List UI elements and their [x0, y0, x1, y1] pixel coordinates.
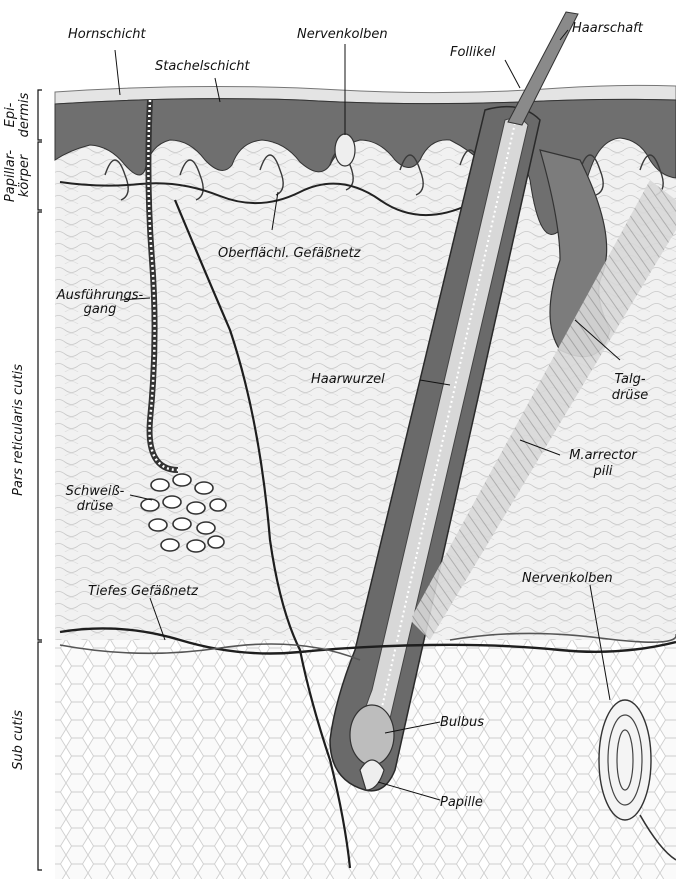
- side-label-epidermis-1: Epi-: [4, 90, 18, 140]
- side-label-epidermis-2: dermis: [18, 90, 32, 140]
- label-hornschicht: Hornschicht: [68, 28, 146, 42]
- label-ausfuehrungsgang-1: Ausführungs-: [45, 289, 155, 303]
- label-schweissdruese-1: Schweiß-: [55, 485, 135, 499]
- label-papille: Papille: [440, 796, 483, 810]
- label-talgdruese-1: Talg-: [600, 373, 660, 387]
- label-haarschaft: Haarschaft: [572, 22, 643, 36]
- label-stachelschicht: Stachelschicht: [155, 60, 250, 74]
- label-nervenkolben-top: Nervenkolben: [297, 28, 388, 42]
- label-oberflaechl-gefaessnetz: Oberflächl. Gefäßnetz: [218, 247, 360, 261]
- label-follikel: Follikel: [450, 46, 495, 60]
- label-arrector-pili-2: pili: [553, 465, 653, 479]
- label-ausfuehrungsgang-2: gang: [45, 303, 155, 317]
- side-label-pars-reticularis: Pars reticularis cutis: [12, 280, 26, 580]
- label-talgdruese-2: drüse: [600, 389, 660, 403]
- side-label-papillar-1: Papillar-: [4, 142, 18, 210]
- meissner-corpuscle: [335, 134, 355, 166]
- layer-brackets: [38, 90, 42, 870]
- label-bulbus: Bulbus: [440, 716, 484, 730]
- side-label-subcutis: Sub cutis: [12, 665, 26, 815]
- label-tiefes-gefaessnetz: Tiefes Gefäßnetz: [88, 585, 198, 599]
- label-nervenkolben-bottom: Nervenkolben: [522, 572, 613, 586]
- label-haarwurzel: Haarwurzel: [311, 373, 385, 387]
- hair-bulbus: [350, 705, 394, 765]
- label-arrector-pili-1: M.arrector: [553, 449, 653, 463]
- side-label-papillar-2: körper: [18, 142, 32, 210]
- label-schweissdruese-2: drüse: [55, 500, 135, 514]
